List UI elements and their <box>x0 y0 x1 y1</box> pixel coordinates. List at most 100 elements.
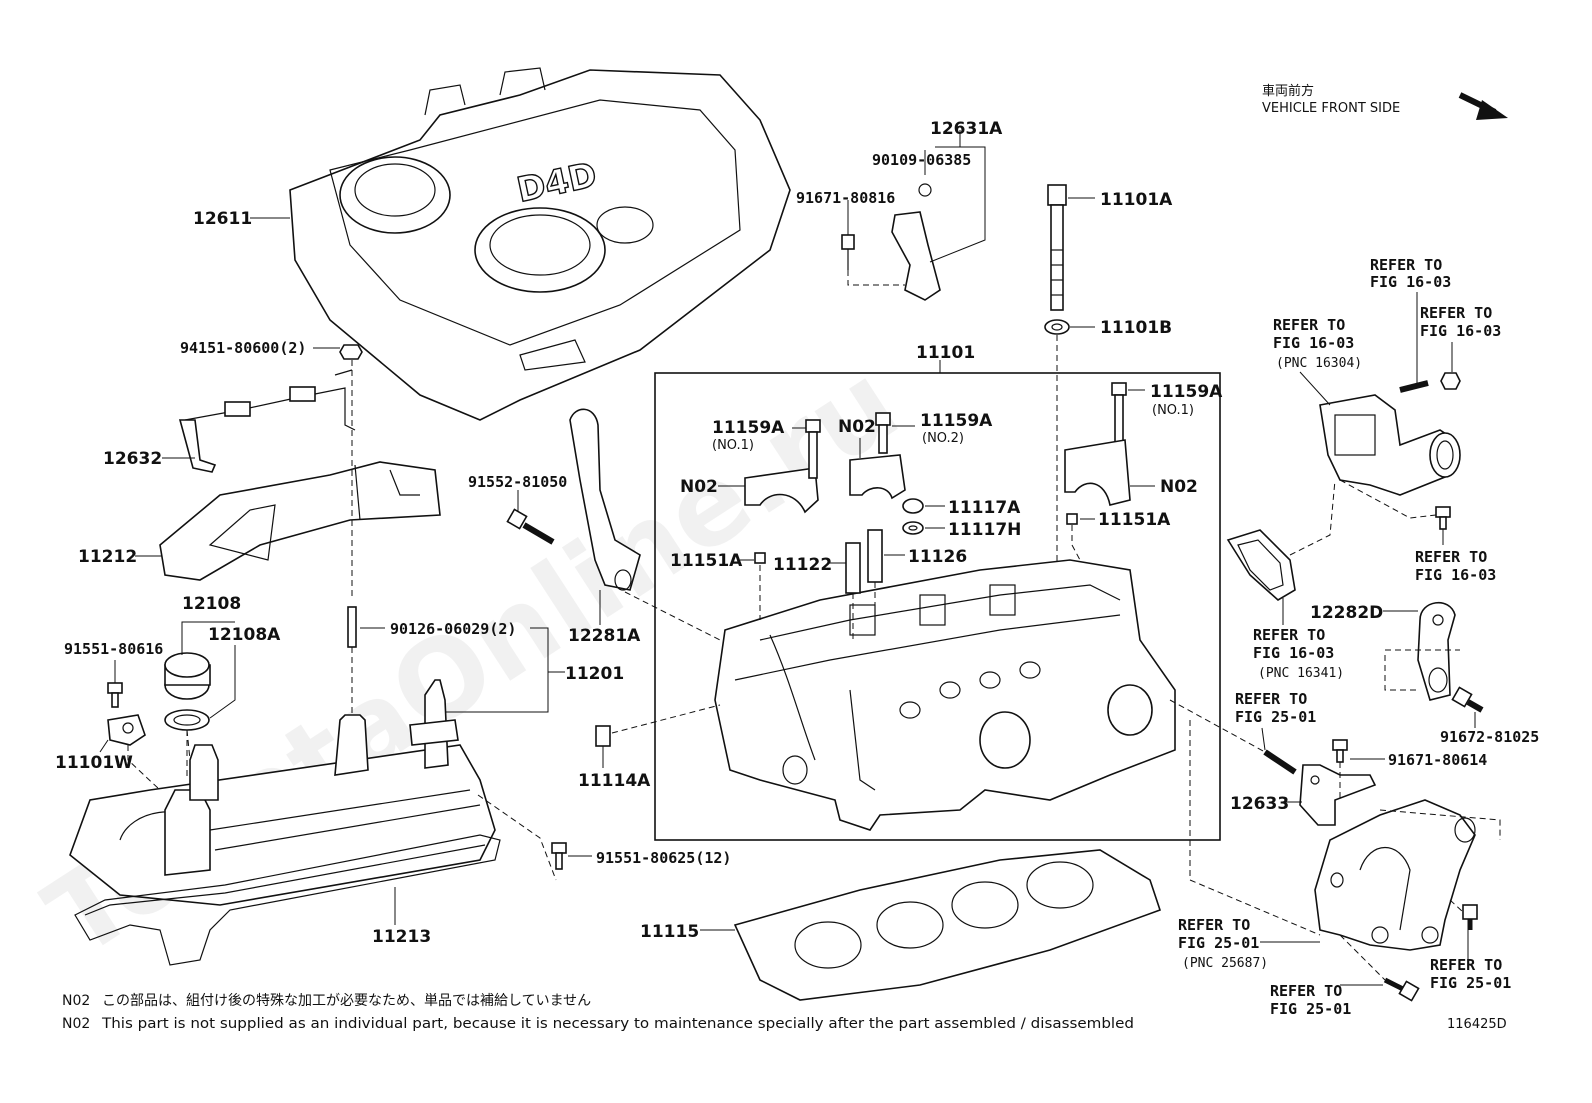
label-11213: 11213 <box>372 927 431 947</box>
label-91551-80625: 91551-80625(12) <box>596 849 731 867</box>
label-90109-06385: 90109-06385 <box>872 151 971 169</box>
ref-6-line-b: FIG 25-01 <box>1235 708 1316 726</box>
bolt-16-03-upper <box>1399 372 1461 393</box>
label-11151A-left: 11151A <box>670 551 743 571</box>
label-11117H: 11117H <box>948 520 1021 540</box>
bolt-16-03-lower <box>1435 506 1451 530</box>
ref-9-line-a: REFER TO <box>1270 982 1342 1000</box>
ref-7-line-a: REFER TO <box>1178 916 1250 934</box>
gasket-16341 <box>1226 529 1296 601</box>
label-11159A-left-sub: (NO.1) <box>712 438 754 453</box>
label-11117A: 11117A <box>948 498 1021 518</box>
label-11101: 11101 <box>916 343 975 363</box>
label-12108: 12108 <box>182 594 241 614</box>
bolt-91552-81050 <box>506 508 555 545</box>
ref-3-line-b: FIG 16-03 <box>1420 322 1501 340</box>
bolt-91671-80614 <box>1332 739 1348 763</box>
head-gasket-11115 <box>733 849 1162 1001</box>
cam-cover-11212 <box>159 461 441 581</box>
ref-2-line-b: FIG 16-03 <box>1273 334 1354 352</box>
gasket-12108A <box>164 709 210 731</box>
ref-8-line-b: FIG 25-01 <box>1430 974 1511 992</box>
label-11159A-right-sub: (NO.1) <box>1152 403 1194 418</box>
cap-bolt-11159A-left <box>805 419 821 479</box>
dowel-11151A-right <box>1066 513 1078 525</box>
ref-8-line-a: REFER TO <box>1430 956 1502 974</box>
bracket-12631A <box>841 183 941 301</box>
label-12633: 12633 <box>1230 794 1289 814</box>
cap-bolt-11159A-mid <box>875 412 891 454</box>
ref-4-line-b: FIG 16-03 <box>1415 566 1496 584</box>
ref-1-line-a: REFER TO <box>1370 256 1442 274</box>
footnote-jp-text: この部品は、組付け後の特殊な加工が必要なため、単品では補給していません <box>102 993 591 1009</box>
ref-3-line-a: REFER TO <box>1420 304 1492 322</box>
label-11159A-mid-sub: (NO.2) <box>922 431 964 446</box>
bearing-cap-n02-mid <box>849 454 906 500</box>
bracket-11101W <box>107 714 146 746</box>
figure-id: 116425D <box>1447 1017 1507 1032</box>
ref-9-line-b: FIG 25-01 <box>1270 1000 1351 1018</box>
label-12282D: 12282D <box>1310 603 1383 623</box>
label-12281A: 12281A <box>568 626 641 646</box>
assembly-box-11101 <box>654 372 1221 841</box>
label-90126-06029: 90126-06029(2) <box>390 620 516 638</box>
label-11115: 11115 <box>640 922 699 942</box>
label-n02-right: N02 <box>1160 477 1198 497</box>
label-11101W: 11101W <box>55 753 133 773</box>
engine-hanger-12281A <box>569 408 641 591</box>
label-91552-81050: 91552-81050 <box>468 473 567 491</box>
footnote-en-text: This part is not supplied as an individu… <box>101 1016 1134 1032</box>
stud-90126-06029 <box>347 606 357 648</box>
ref-5-line-b: FIG 16-03 <box>1253 644 1334 662</box>
ref-1-line-b: FIG 16-03 <box>1370 273 1451 291</box>
bracket-12633 <box>1299 764 1377 826</box>
label-91551-80616: 91551-80616 <box>64 640 163 658</box>
cap-bolt-11159A-right <box>1111 382 1127 446</box>
ref-4-line-a: REFER TO <box>1415 548 1487 566</box>
ref-2-line-c: (PNC 16304) <box>1276 356 1362 371</box>
ref-7-line-b: FIG 25-01 <box>1178 934 1259 952</box>
label-12611: 12611 <box>193 209 252 229</box>
bolt-91551-80625 <box>551 842 567 870</box>
label-n02-mid: N02 <box>838 417 876 437</box>
footnote-jp-code: N02 <box>62 993 90 1009</box>
engine-cover-12611: D4D <box>289 67 791 421</box>
label-11212: 11212 <box>78 547 137 567</box>
label-11159A-left: 11159A <box>712 418 785 438</box>
label-91671-80816: 91671-80816 <box>796 189 895 207</box>
dowel-11151A-left <box>754 552 766 564</box>
wire-bracket-12632 <box>178 369 356 473</box>
oil-seal-11117H <box>902 521 924 535</box>
footnote-en-code: N02 <box>62 1016 90 1032</box>
bearing-cap-n02-right <box>1064 439 1131 506</box>
ref-2-line-a: REFER TO <box>1273 316 1345 334</box>
label-n02-left: N02 <box>680 477 718 497</box>
label-91671-80614: 91671-80614 <box>1388 751 1487 769</box>
label-11101B: 11101B <box>1100 318 1172 338</box>
label-12632: 12632 <box>103 449 162 469</box>
bolt-91672-81025 <box>1451 686 1484 713</box>
cylinder-head-cover-11201 <box>69 679 496 906</box>
label-12108A: 12108A <box>208 625 281 645</box>
cover-gasket-11213 <box>74 834 501 966</box>
label-12631A: 12631A <box>930 119 1003 139</box>
ref-5-line-a: REFER TO <box>1253 626 1325 644</box>
bolt-91551-80616 <box>107 682 123 708</box>
nut-94151-80600 <box>339 344 363 360</box>
label-11114A: 11114A <box>578 771 651 791</box>
direction-label-en: VEHICLE FRONT SIDE <box>1262 101 1400 116</box>
cylinder-head <box>714 559 1176 831</box>
engine-hanger-12282D <box>1417 601 1456 701</box>
washer-11101B <box>1044 319 1070 335</box>
label-11126: 11126 <box>908 547 967 567</box>
stud-25-01 <box>1263 749 1297 775</box>
label-91672-81025: 91672-81025 <box>1440 728 1539 746</box>
oil-filler-cap-12108 <box>164 652 211 700</box>
label-11201: 11201 <box>565 664 624 684</box>
ref-5-line-c: (PNC 16341) <box>1258 666 1344 681</box>
valve-guide-11126 <box>867 529 883 583</box>
bolt-25-01-bottom <box>1383 977 1420 1002</box>
label-11151A-right: 11151A <box>1098 510 1171 530</box>
